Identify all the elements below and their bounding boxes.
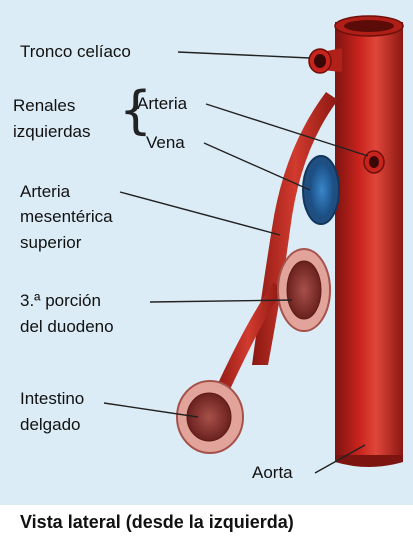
label-aorta: Aorta <box>252 462 293 484</box>
celiac-trunk-vessel <box>309 48 342 73</box>
superior-mesenteric-artery-vessel <box>214 92 338 398</box>
label-duodeno-line1: 3.ª porción <box>20 290 101 312</box>
label-intestino-line1: Intestino <box>20 388 84 410</box>
left-renal-artery-vessel <box>364 151 384 173</box>
leader-tronco-celiaco <box>178 52 310 58</box>
label-arteria-renal: Arteria <box>137 93 187 115</box>
duodenum-cross-section <box>278 249 330 331</box>
label-tronco-celiaco: Tronco celíaco <box>20 41 131 63</box>
diagram-panel: Tronco celíaco Renales izquierdas { Arte… <box>0 0 413 505</box>
leader-arteria-mesenterica <box>120 192 280 235</box>
label-ams-line3: superior <box>20 232 81 254</box>
label-ams-line2: mesentérica <box>20 206 113 228</box>
small-intestine-cross-section <box>177 381 243 453</box>
label-ams-line1: Arteria <box>20 181 70 203</box>
figure-caption: Vista lateral (desde la izquierda) <box>20 512 294 533</box>
aorta-vessel <box>335 16 403 467</box>
label-renales: Renales <box>13 95 75 117</box>
label-vena-renal: Vena <box>146 132 185 154</box>
label-izquierdas: izquierdas <box>13 121 91 143</box>
label-intestino-line2: delgado <box>20 414 81 436</box>
label-duodeno-line2: del duodeno <box>20 316 114 338</box>
